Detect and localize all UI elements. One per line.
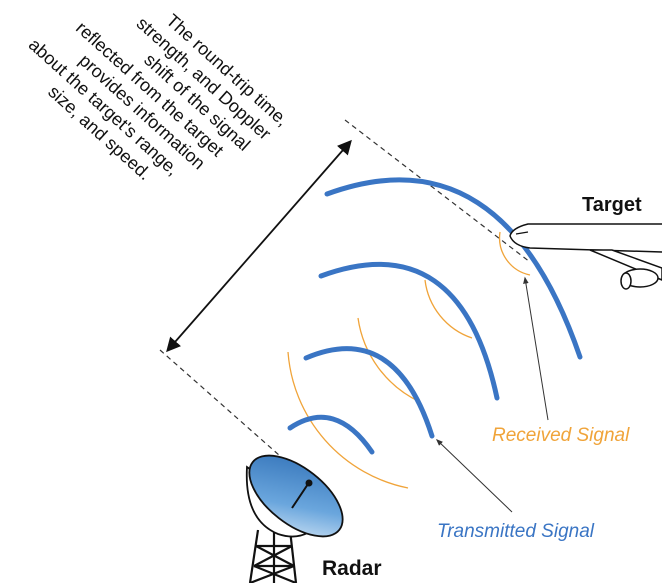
dish-feed	[291, 483, 309, 509]
radar-label: Radar	[322, 557, 382, 580]
received-pointer	[523, 276, 549, 421]
dish-face	[248, 454, 344, 538]
caption-text: The round-trip time, strength, and Doppl…	[10, 0, 295, 231]
target-label: Target	[582, 194, 642, 216]
received-arc-3	[357, 317, 421, 403]
transmitted-arc-1	[287, 414, 375, 455]
received-arc-4	[287, 351, 409, 489]
airplane-window	[515, 231, 529, 235]
radar-dish-icon	[245, 454, 344, 538]
range-arrow	[166, 139, 352, 353]
transmitted-arc-2	[303, 346, 435, 439]
transmitted-arc-3	[318, 261, 500, 401]
guide-line-top	[344, 119, 531, 263]
airplane-icon	[509, 223, 662, 290]
transmitted-signal-label: Transmitted Signal	[437, 521, 595, 542]
airplane-fuselage	[509, 223, 662, 253]
transmitted-signal-arcs	[287, 177, 583, 455]
dish-feed-tip	[305, 479, 313, 487]
received-arc-2	[424, 279, 473, 339]
received-arc-1	[498, 231, 531, 276]
radar-tower-icon	[248, 529, 298, 583]
transmitted-pointer	[435, 439, 513, 513]
received-signal-arcs	[287, 231, 531, 489]
transmitted-arc-4	[324, 177, 583, 360]
airplane-engine-intake	[620, 272, 632, 290]
received-signal-label: Received Signal	[492, 425, 630, 446]
